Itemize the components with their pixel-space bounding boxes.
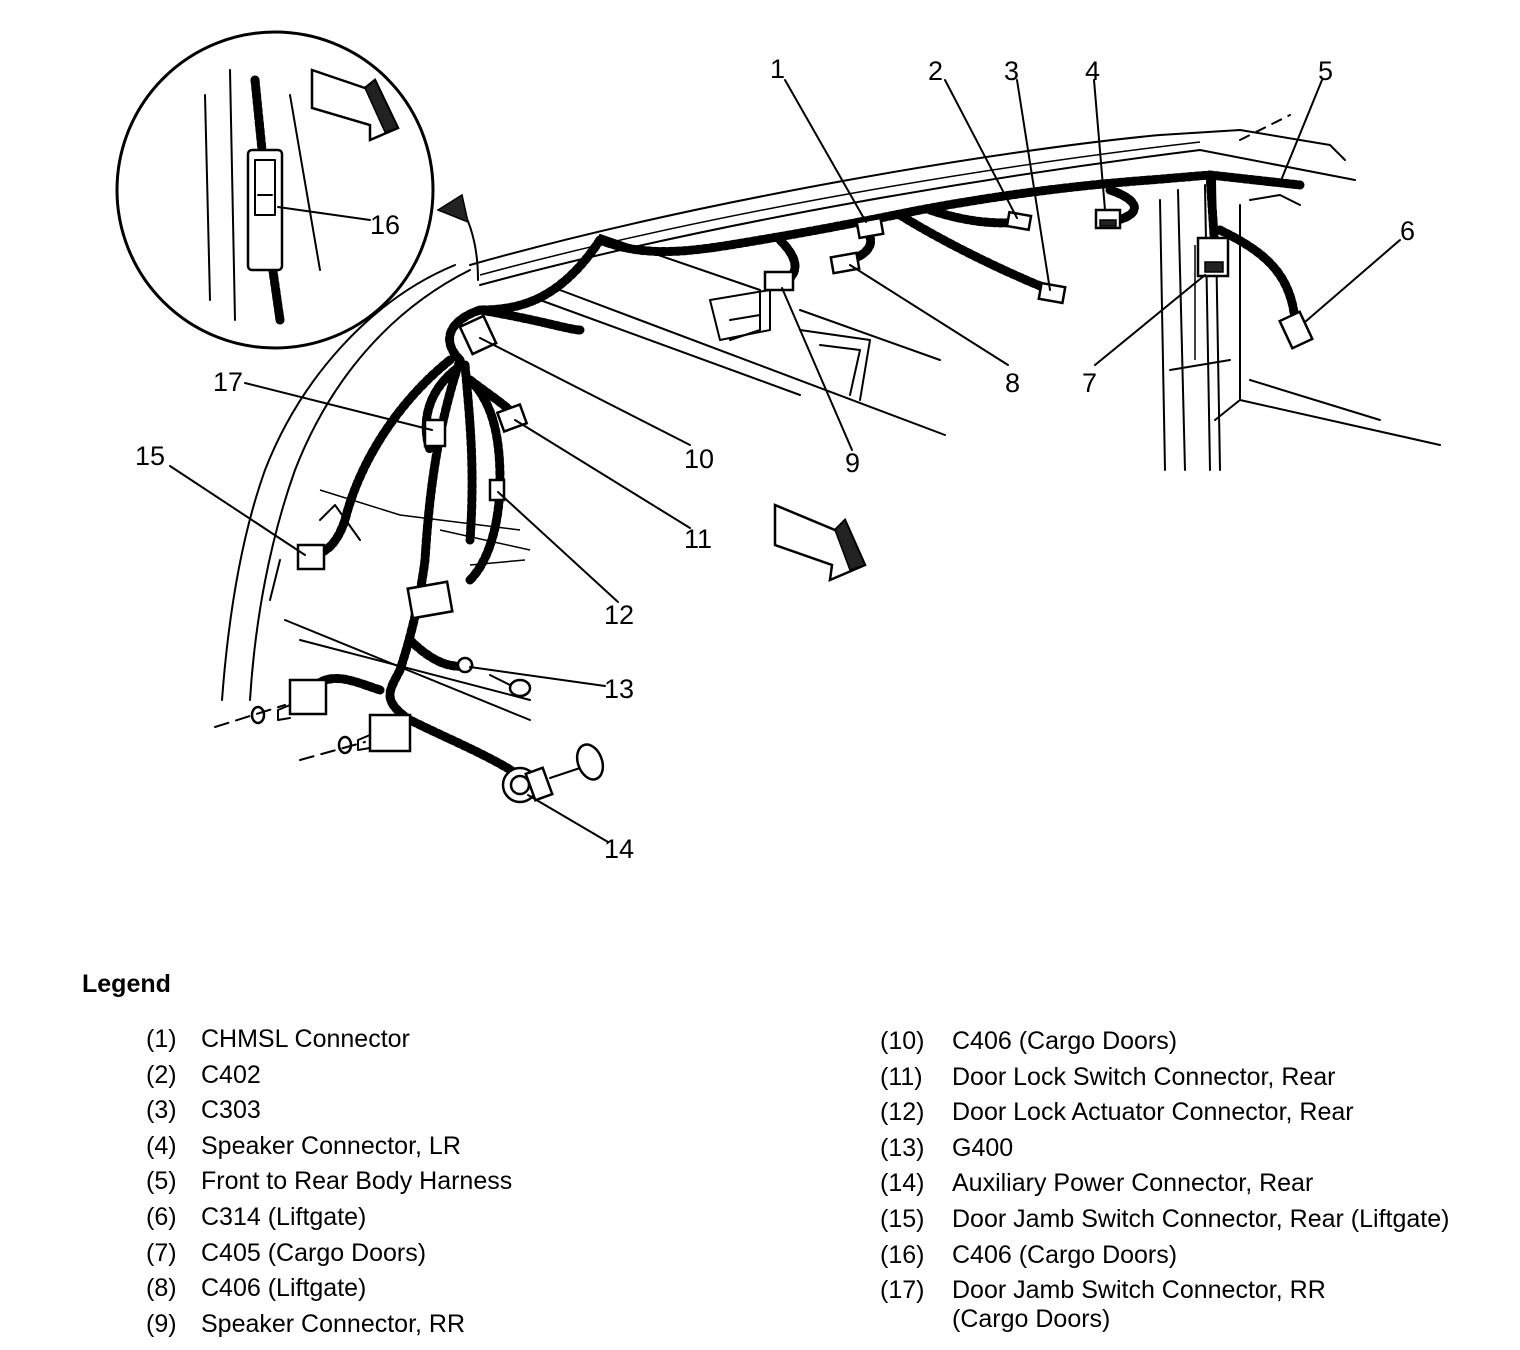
legend-item: (10) C406 (Cargo Doors) — [880, 1024, 1449, 1060]
legend-item: (14) Auxiliary Power Connector, Rear — [880, 1166, 1449, 1202]
legend-item-number: (11) — [880, 1062, 923, 1091]
callout-7: 7 — [1082, 368, 1097, 398]
leader-lines — [169, 79, 1401, 843]
wiring-harness-diagram: 1 2 3 4 5 6 7 8 9 10 11 12 13 14 15 16 1… — [115, 30, 1441, 864]
legend-item: (3) C303 — [146, 1093, 512, 1129]
legend-item: (15) Door Jamb Switch Connector, Rear (Li… — [880, 1202, 1449, 1238]
legend-item-number: (12) — [880, 1098, 925, 1127]
legend-item-label: Door Jamb Switch Connector, Rear (Liftga… — [952, 1204, 1450, 1233]
legend-item-label: Front to Rear Body Harness — [201, 1167, 513, 1196]
legend-item-label: Speaker Connector, RR — [201, 1309, 466, 1338]
legend-item: (13) G400 — [880, 1131, 1449, 1167]
legend-item-label: Door Lock Actuator Connector, Rear — [952, 1098, 1354, 1127]
legend-item-label: C402 — [201, 1060, 261, 1089]
legend-item-label: C405 (Cargo Doors) — [201, 1238, 427, 1267]
callout-5: 5 — [1318, 56, 1333, 86]
legend-item: (6) C314 (Liftgate) — [146, 1200, 512, 1236]
legend-item: (11) Door Lock Switch Connector, Rear — [880, 1060, 1449, 1096]
legend-item-label: C314 (Liftgate) — [201, 1202, 367, 1231]
legend-right-column: (10) C406 (Cargo Doors) (11) Door Lock Swit… — [880, 1024, 1449, 1334]
legend-item-number: (7) — [146, 1238, 177, 1267]
legend-item-number: (17) — [880, 1276, 925, 1305]
legend-item-label-continuation: (Cargo Doors) — [952, 1304, 1111, 1333]
legend-left-column: (1) CHMSL Connector (2) C402 (3) C303 (4) Speak… — [146, 1022, 512, 1342]
callout-8: 8 — [1005, 368, 1020, 398]
legend-item-number: (2) — [146, 1060, 177, 1089]
legend-item-label: C406 (Cargo Doors) — [952, 1240, 1178, 1269]
callout-3: 3 — [1004, 56, 1019, 86]
legend-item-number: (14) — [880, 1169, 925, 1198]
callout-9: 9 — [845, 448, 860, 478]
legend-item-label: C303 — [201, 1096, 261, 1125]
legend-item-number: (6) — [146, 1202, 177, 1231]
legend-item-label: Speaker Connector, LR — [201, 1131, 461, 1160]
body-harness — [305, 170, 1305, 785]
legend-item-number: (1) — [146, 1025, 177, 1053]
callout-15: 15 — [135, 441, 165, 471]
legend-item-label: CHMSL Connector — [201, 1025, 410, 1053]
legend-item-label: Door Jamb Switch Connector, RR — [952, 1276, 1326, 1305]
legend-item-label: G400 — [952, 1133, 1014, 1162]
legend-item: (5) Front to Rear Body Harness — [146, 1164, 512, 1200]
legend-item-label: Auxiliary Power Connector, Rear — [952, 1169, 1314, 1198]
callout-11: 11 — [684, 524, 712, 554]
callout-6: 6 — [1400, 216, 1415, 246]
legend-item-label: Door Lock Switch Connector, Rear — [952, 1062, 1336, 1091]
legend-item-number: (16) — [880, 1240, 925, 1269]
callout-17: 17 — [213, 367, 243, 397]
legend-item: (1) CHMSL Connector — [146, 1022, 512, 1058]
callout-numbers: 1 2 3 4 5 6 7 8 9 10 11 12 13 14 15 16 1… — [135, 54, 1415, 864]
detail-view-inset — [115, 30, 479, 350]
callout-2: 2 — [928, 56, 943, 86]
forward-direction-arrow — [773, 503, 867, 583]
callout-14: 14 — [604, 834, 634, 864]
legend-item: (12) Door Lock Actuator Connector, Rear — [880, 1095, 1449, 1131]
callout-13: 13 — [604, 674, 634, 704]
connectors — [214, 208, 1314, 804]
legend-item-number: (8) — [146, 1274, 177, 1303]
legend-item-number: (9) — [146, 1309, 177, 1338]
legend-item: (16) C406 (Cargo Doors) — [880, 1238, 1449, 1274]
callout-10: 10 — [684, 444, 714, 474]
legend-item: (9) Speaker Connector, RR — [146, 1307, 512, 1343]
legend-item: (8) C406 (Liftgate) — [146, 1271, 512, 1307]
legend-item-number: (5) — [146, 1167, 177, 1196]
legend-item-number: (13) — [880, 1133, 925, 1162]
legend-title: Legend — [82, 970, 171, 998]
callout-1: 1 — [770, 54, 785, 84]
legend-item-number: (10) — [880, 1027, 925, 1055]
legend-item: (7) C405 (Cargo Doors) — [146, 1236, 512, 1272]
legend-item: (4) Speaker Connector, LR — [146, 1129, 512, 1165]
legend-item: (17) Door Jamb Switch Connector, RR(Cargo… — [880, 1273, 1449, 1334]
callout-12: 12 — [604, 600, 634, 630]
callout-16: 16 — [370, 210, 400, 240]
legend-item-label: C406 (Cargo Doors) — [952, 1027, 1178, 1055]
legend-item-number: (15) — [880, 1204, 925, 1233]
legend-item-number: (3) — [146, 1096, 177, 1125]
legend-item-number: (4) — [146, 1131, 177, 1160]
legend-item-label: C406 (Liftgate) — [201, 1274, 367, 1303]
legend-item: (2) C402 — [146, 1058, 512, 1094]
callout-4: 4 — [1085, 56, 1100, 86]
